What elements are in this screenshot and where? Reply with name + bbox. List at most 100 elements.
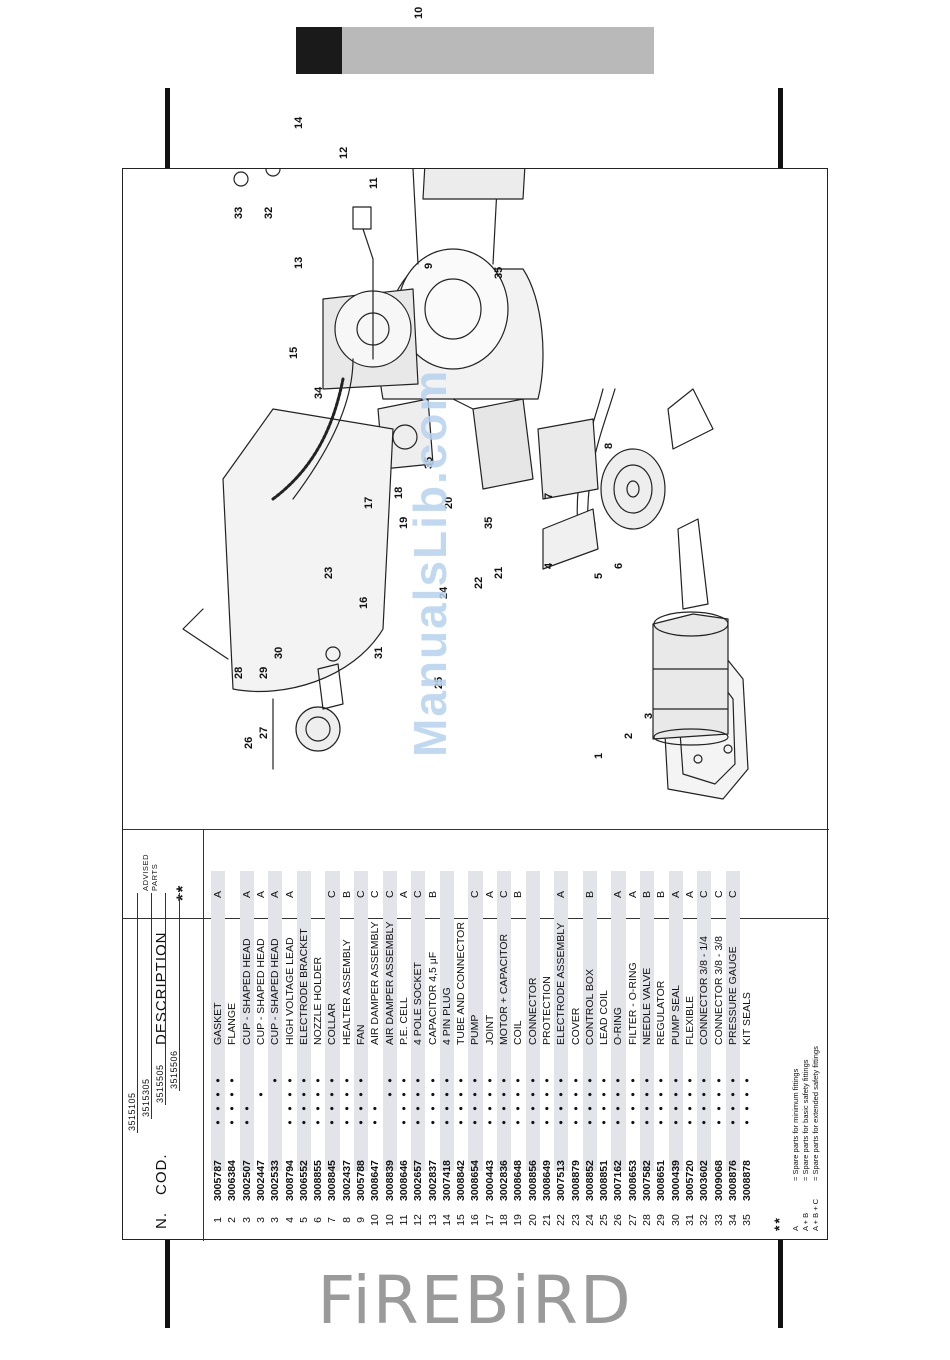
part-number: 30 <box>669 1214 682 1226</box>
part-number: 24 <box>583 1214 596 1226</box>
part-code: 3008653 <box>626 1160 639 1201</box>
part-number: 13 <box>426 1214 439 1226</box>
model-header-1: 3515105 <box>127 1092 137 1131</box>
part-number: 11 <box>397 1214 410 1226</box>
part-number: 31 <box>683 1214 696 1226</box>
filter-valve-drawing <box>272 646 344 770</box>
part-description: KIT SEALS <box>741 992 754 1045</box>
part-description: CONNECTOR 3/8 - 1/4 <box>698 936 711 1045</box>
callout-number: 8 <box>603 442 615 449</box>
header-divider <box>203 829 204 1241</box>
part-code: 3002507 <box>240 1160 253 1201</box>
legend-key-abc: A + B + C <box>811 1198 820 1231</box>
part-number: 10 <box>383 1214 396 1226</box>
model-fit-mark: • <box>211 1078 225 1083</box>
part-description: CONTROL BOX <box>583 968 596 1045</box>
binding-mark-bottom-left <box>165 1240 170 1328</box>
part-number: 14 <box>440 1214 453 1226</box>
model-fit-mark: • <box>640 1092 654 1097</box>
model-fit-mark: • <box>625 1106 640 1111</box>
model-fit-mark: • <box>497 1078 511 1083</box>
model-fit-mark: • <box>482 1078 497 1083</box>
callout-number: 3 <box>643 712 655 719</box>
part-code: 3000439 <box>669 1160 682 1201</box>
model-fit-mark: • <box>597 1120 612 1125</box>
legend-key-ab: A + B <box>801 1212 810 1231</box>
advised-class: C <box>412 890 425 898</box>
model-fit-mark: • <box>668 1120 683 1125</box>
part-description: COIL <box>512 1020 525 1045</box>
advised-class: B <box>426 890 439 898</box>
advised-class: B <box>641 890 653 898</box>
callout-number: 17 <box>363 496 375 509</box>
part-number: 18 <box>498 1214 510 1226</box>
model-fit-mark: • <box>711 1106 726 1111</box>
advised-class: C <box>726 890 739 898</box>
model-fit-mark: • <box>425 1120 440 1125</box>
callout-number: 28 <box>233 666 245 679</box>
advised-class: C <box>498 890 510 898</box>
callout-number: 12 <box>338 146 350 159</box>
model-fit-mark: • <box>396 1106 411 1111</box>
advised-class: B <box>512 890 525 898</box>
model-fit-mark: • <box>497 1092 511 1097</box>
model-fit-mark: • <box>668 1092 683 1097</box>
model-header-2: 3515305 <box>141 1078 151 1117</box>
model-fit-mark: • <box>725 1120 740 1125</box>
part-code: 3008648 <box>512 1160 525 1201</box>
part-code: 3007418 <box>440 1160 453 1201</box>
model-fit-mark: • <box>511 1078 526 1083</box>
advised-class: A <box>269 890 282 898</box>
part-description: TUBE AND CONNECTOR <box>455 922 468 1045</box>
callout-number: 32 <box>263 206 275 219</box>
part-description: NEEDLE VALVE <box>641 967 653 1045</box>
part-code: 3008855 <box>312 1160 325 1201</box>
part-code: 3008851 <box>598 1160 611 1201</box>
part-number: 29 <box>655 1214 668 1226</box>
callout-number: 15 <box>288 346 300 359</box>
model-fit-mark: • <box>211 1120 225 1125</box>
part-description: PROTECTION <box>540 976 553 1045</box>
advised-class: C <box>383 890 396 898</box>
part-number: 23 <box>569 1214 582 1226</box>
model-fit-mark: • <box>439 1120 454 1125</box>
model-fit-mark: • <box>711 1120 726 1125</box>
model-fit-mark: • <box>497 1106 511 1111</box>
part-number: 21 <box>540 1214 553 1226</box>
model-fit-mark: • <box>311 1106 326 1111</box>
model-fit-mark: • <box>554 1106 569 1111</box>
model-header-rule <box>137 893 138 1133</box>
callout-number: 35 <box>483 516 495 529</box>
part-number: 12 <box>412 1214 425 1226</box>
model-fit-mark: • <box>239 1106 254 1111</box>
part-code: 3008852 <box>583 1160 596 1201</box>
part-code: 3008654 <box>469 1160 482 1201</box>
part-number: 28 <box>641 1214 653 1226</box>
header-n: N. <box>153 1212 170 1229</box>
air-assembly-drawing <box>600 388 714 610</box>
model-fit-mark: • <box>339 1106 354 1111</box>
header-description: DESCRIPTION <box>153 931 170 1045</box>
model-fit-mark: • <box>654 1092 669 1097</box>
part-number: 3 <box>269 1217 282 1223</box>
part-code: 3002837 <box>426 1160 439 1201</box>
model-fit-mark: • <box>640 1078 654 1083</box>
header-cod: COD. <box>153 1153 170 1196</box>
advised-class: B <box>583 890 596 898</box>
part-description: ELECTRODE BRACKET <box>297 928 310 1045</box>
model-fit-mark: • <box>454 1106 469 1111</box>
